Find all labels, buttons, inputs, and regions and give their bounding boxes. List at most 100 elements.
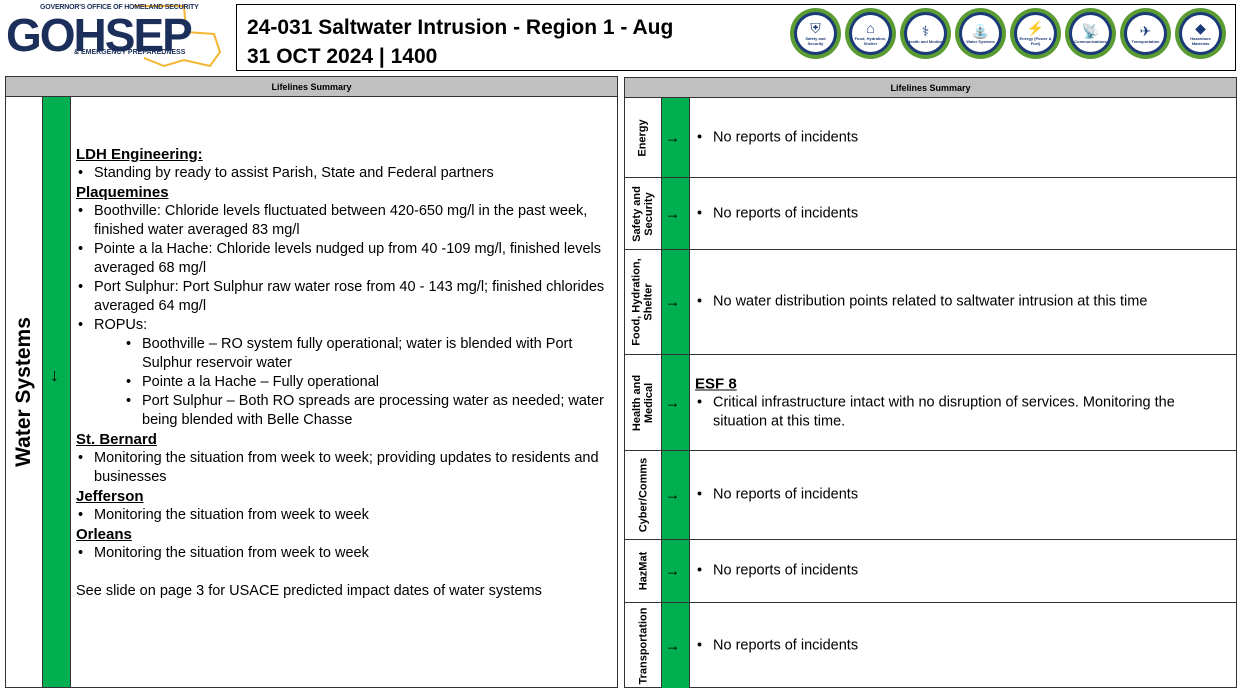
lifeline-label: HazMat <box>637 551 650 591</box>
section-heading: St. Bernard <box>76 431 157 448</box>
lifeline-label: Cyber/Comms <box>637 457 650 533</box>
list-item: Critical infrastructure intact with no d… <box>695 393 1232 431</box>
list-item: Boothville – RO system fully operational… <box>76 335 621 373</box>
arrow-down-icon: ↓ <box>50 365 59 385</box>
badge-label: Health and Medical <box>907 38 944 44</box>
badge-label: Hazardous Materials <box>1190 36 1211 46</box>
lifeline-row: Food, Hydration,Shelter → No water distrib… <box>625 250 1236 355</box>
badge-label: Safety and Security <box>805 36 826 46</box>
lifeline-label: Energy <box>637 118 650 157</box>
section-heading: LDH Engineering: <box>76 146 203 163</box>
arrow-right-icon: → <box>665 562 680 580</box>
logo-main-text: GOHSEP <box>6 9 193 61</box>
arrow-right-icon: → <box>665 129 680 146</box>
list-item: No water distribution points related to … <box>695 293 1232 312</box>
section-heading: Plaquemines <box>76 184 169 201</box>
logo-bottom-text: & EMERGENCY PREPAREDNESS <box>74 49 186 56</box>
lifeline-label: Food, Hydration,Shelter <box>631 258 656 346</box>
list-item: Standing by ready to assist Parish, Stat… <box>76 164 621 183</box>
lifeline-badge: 📡Communications <box>1065 8 1116 59</box>
status-bar: ↓ <box>42 97 71 687</box>
lifeline-row: Energy → No reports of incidents <box>625 98 1236 178</box>
lifeline-content: No reports of incidents <box>695 486 1232 505</box>
badge-label: Water Systems <box>966 38 995 44</box>
list-item: No reports of incidents <box>695 636 1232 655</box>
gohsep-logo: GOVERNOR'S OFFICE OF HOMELAND SECURITY G… <box>4 2 229 70</box>
caduceus-icon: ⚕ <box>921 22 930 39</box>
list-item <box>76 563 621 582</box>
louisiana-outline-icon <box>134 5 222 68</box>
lifeline-content: No reports of incidents <box>695 562 1232 581</box>
list-item: See slide on page 3 for USACE predicted … <box>76 583 542 599</box>
arrow-right-icon: → <box>665 293 680 311</box>
panel-header: Lifelines Summary <box>6 77 617 97</box>
status-bar <box>661 451 690 539</box>
water-systems-content: LDH Engineering:Standing by ready to ass… <box>76 145 621 601</box>
arrow-right-icon: → <box>665 205 680 222</box>
section-heading: Jefferson <box>76 488 144 505</box>
transport-icon: ✈ <box>1139 22 1152 39</box>
list-item: Port Sulphur – Both RO spreads are proce… <box>76 392 621 430</box>
section-heading: Orleans <box>76 526 132 543</box>
list-item: No reports of incidents <box>695 562 1232 581</box>
list-item: No reports of incidents <box>695 128 1232 147</box>
status-bar <box>661 603 690 688</box>
list-item: Pointe a la Hache: Chloride levels nudge… <box>76 240 621 278</box>
logo-top-text: GOVERNOR'S OFFICE OF HOMELAND SECURITY <box>40 4 199 11</box>
lifeline-badge: ⚡Energy (Power & Fuel) <box>1010 8 1061 59</box>
lifeline-content: No water distribution points related to … <box>695 293 1232 312</box>
list-item: Monitoring the situation from week to we… <box>76 544 621 563</box>
title-line-1: 24-031 Saltwater Intrusion - Region 1 - … <box>247 16 674 39</box>
list-item: Pointe a la Hache – Fully operational <box>76 373 621 392</box>
title-box: 24-031 Saltwater Intrusion - Region 1 - … <box>236 4 1236 71</box>
list-item: Boothville: Chloride levels fluctuated b… <box>76 202 621 240</box>
lifeline-badge: ⌂Food, Hydration, Shelter <box>845 8 896 59</box>
lifelines-panel: Lifelines Summary Energy → No reports of i… <box>624 77 1237 688</box>
panel-header: Lifelines Summary <box>625 78 1236 98</box>
list-item: ROPUs: <box>76 316 621 335</box>
list-item: Port Sulphur: Port Sulphur raw water ros… <box>76 278 621 316</box>
lifeline-badge: ⚕Health and Medical <box>900 8 951 59</box>
lifeline-icons: ⛨Safety and Security⌂Food, Hydration, Sh… <box>790 8 1226 59</box>
lifeline-badge: ◆Hazardous Materials <box>1175 8 1226 59</box>
food-shelter-icon: ⌂ <box>866 20 875 36</box>
arrow-right-icon: → <box>665 486 680 504</box>
title-date: 31 OCT 2024 | 1400 <box>247 45 438 68</box>
status-bar <box>661 540 690 602</box>
arrow-right-icon: → <box>665 637 680 654</box>
lifeline-row: HazMat → No reports of incidents <box>625 540 1236 603</box>
lifeline-label: Water Systems <box>12 317 36 467</box>
energy-icon: ⚡ <box>1026 20 1045 36</box>
tower-icon: 📡 <box>1081 22 1100 39</box>
shield-icon: ⛨ <box>810 20 821 36</box>
list-item: No reports of incidents <box>695 204 1232 223</box>
lifeline-content: ESF 8Critical infrastructure intact with… <box>695 374 1232 431</box>
lifeline-badge: ⛲Water Systems <box>955 8 1006 59</box>
lifeline-content: No reports of incidents <box>695 636 1232 655</box>
page-title: 24-031 Saltwater Intrusion - Region 1 - … <box>247 13 673 71</box>
badge-label: Communications <box>1074 38 1107 44</box>
hazmat-icon: ◆ <box>1195 20 1206 36</box>
lifeline-badge: ⛨Safety and Security <box>790 8 841 59</box>
section-heading: ESF 8 <box>695 375 737 392</box>
list-item: Monitoring the situation from week to we… <box>76 506 621 525</box>
badge-label: Energy (Power & Fuel) <box>1019 36 1052 46</box>
status-bar <box>661 98 690 177</box>
pipe-icon: ⛲ <box>971 22 990 39</box>
lifeline-row: Transportation → No reports of incidents <box>625 603 1236 688</box>
list-item: Monitoring the situation from week to we… <box>76 449 621 487</box>
badge-label: Transportation <box>1131 38 1160 44</box>
status-bar <box>661 355 690 450</box>
list-item: No reports of incidents <box>695 486 1232 505</box>
lifeline-content: No reports of incidents <box>695 128 1232 147</box>
lifeline-content: No reports of incidents <box>695 204 1232 223</box>
lifeline-row: Cyber/Comms → No reports of incidents <box>625 451 1236 540</box>
lifeline-label: Transportation <box>637 606 650 685</box>
arrow-right-icon: → <box>665 394 680 411</box>
status-bar <box>661 250 690 354</box>
status-bar <box>661 178 690 249</box>
